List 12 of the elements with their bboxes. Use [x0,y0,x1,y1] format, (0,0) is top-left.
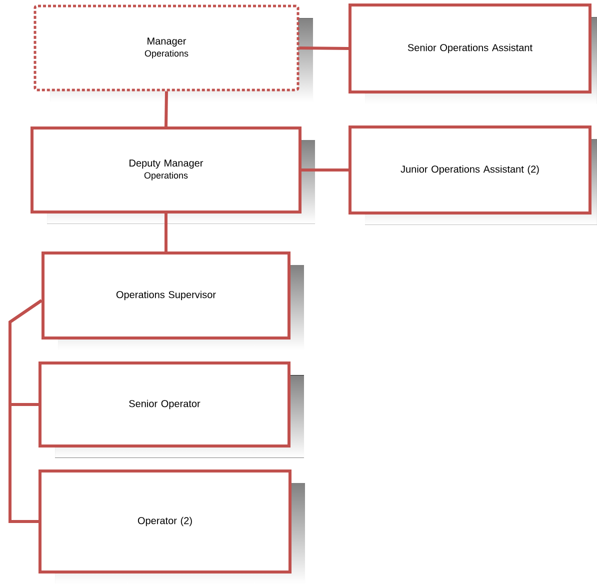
connector-line [299,46,349,50]
connector-line [164,214,168,252]
org-box: Manager Operations [34,4,313,102]
org-box: Junior Operations Assistant (2) [348,126,597,225]
org-box: Deputy Manager Operations [30,126,315,224]
org-box: Operations Supervisor [42,252,304,350]
org-box: Senior Operator [38,362,304,458]
connector-line [164,91,168,127]
org-box: Senior Operations Assistant [348,4,597,104]
org-box: Operator (2) [38,470,305,584]
connector-line [8,299,42,523]
connector-line [302,168,348,172]
